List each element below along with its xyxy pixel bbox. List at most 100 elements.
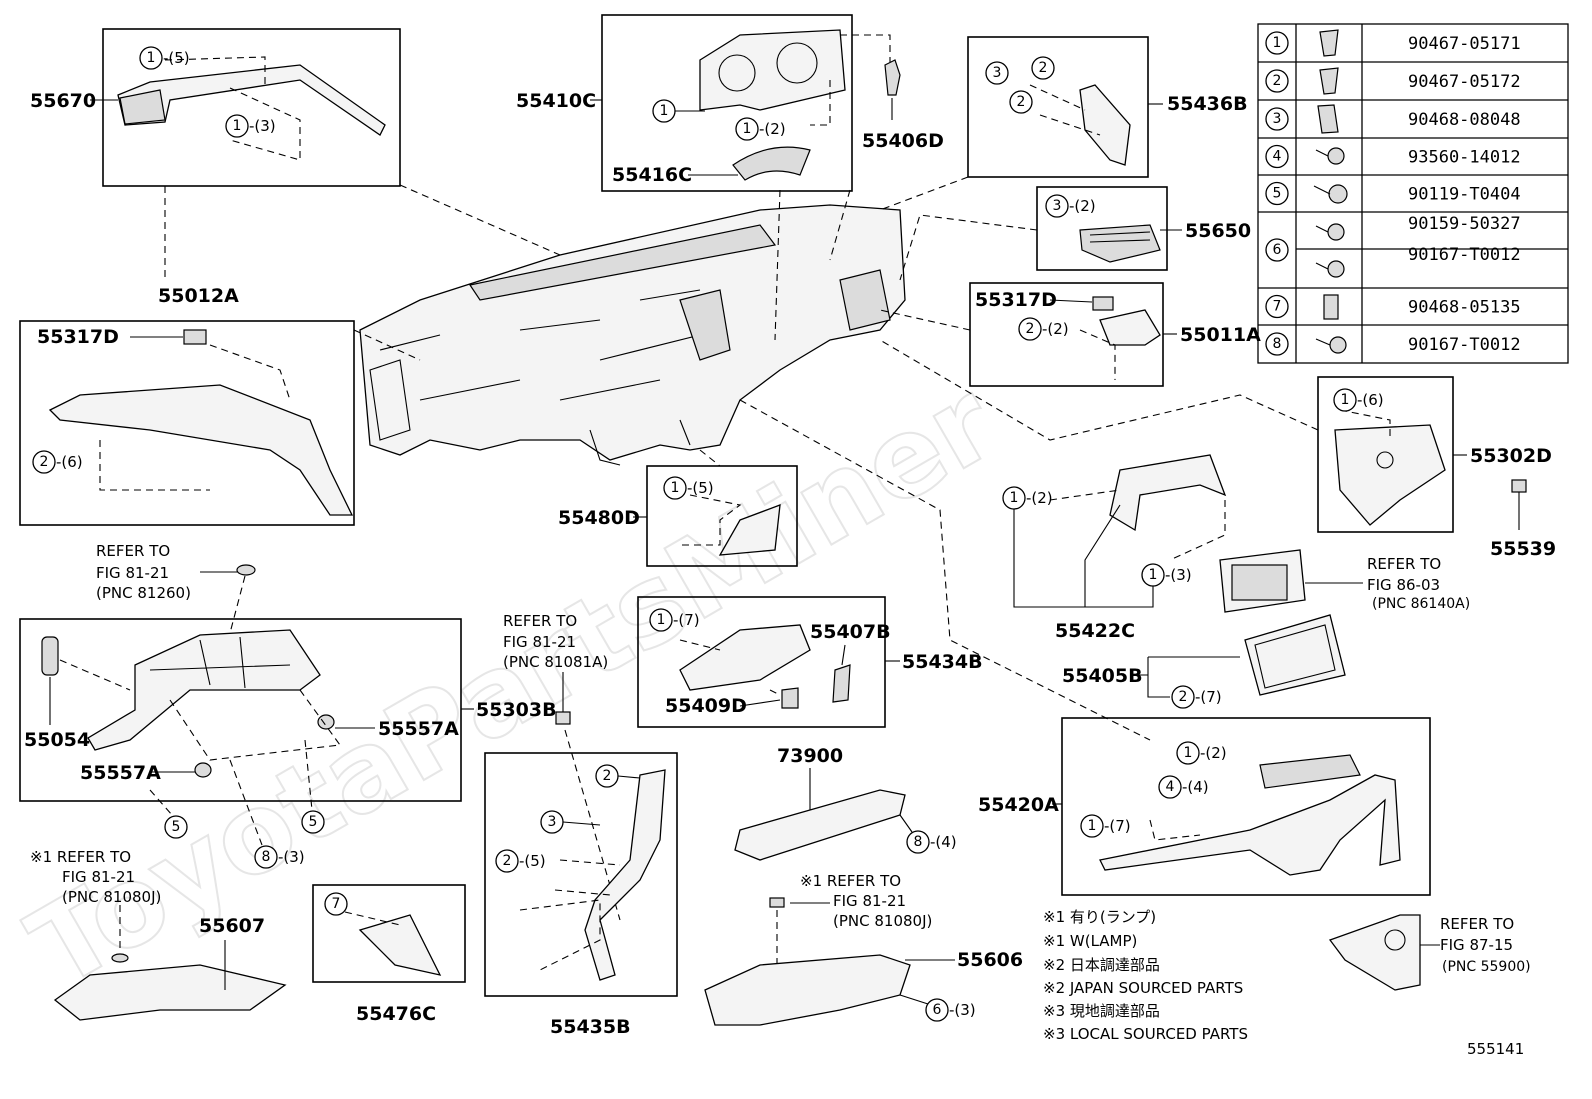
svg-text:1: 1 <box>147 50 156 66</box>
part-55405B-drawing <box>1244 614 1346 696</box>
svg-text:-(5): -(5) <box>687 479 714 497</box>
svg-text:-(4): -(4) <box>930 833 957 851</box>
callout-55405: 2 -(7) <box>1171 685 1222 709</box>
part-label-55435B: 55435B <box>550 1016 631 1038</box>
svg-text:2: 2 <box>1179 689 1188 705</box>
svg-text:FIG 81-21: FIG 81-21 <box>96 564 169 582</box>
callout-55011: 2 -(2) <box>1018 317 1069 341</box>
svg-text:7: 7 <box>332 896 341 912</box>
svg-text:3: 3 <box>548 814 557 830</box>
table-row-number <box>1265 144 1289 169</box>
table-row-number-text: 7 <box>1273 299 1282 315</box>
callout-55670-a: 1 -(5) <box>139 46 190 70</box>
fastener-table <box>1257 23 1569 364</box>
part-55422C-drawing <box>1049 454 1227 561</box>
svg-text:-(4): -(4) <box>1182 778 1209 796</box>
part-label-55436B: 55436B <box>1167 93 1248 115</box>
svg-text:-(7): -(7) <box>1104 817 1131 835</box>
part-label-55405B: 55405B <box>1062 665 1143 687</box>
callout-55420-a: 1 -(2) <box>1176 741 1227 765</box>
group-box-55012A <box>19 320 355 526</box>
table-part-number: 90467-05171 <box>1408 34 1521 54</box>
svg-text:FIG 81-21: FIG 81-21 <box>503 633 576 651</box>
part-label-55407B: 55407B <box>810 621 891 643</box>
part-label-55539: 55539 <box>1490 538 1556 560</box>
part-73900-drawing <box>734 768 906 861</box>
svg-text:-(2): -(2) <box>1026 489 1053 507</box>
svg-text:(PNC 86140A): (PNC 86140A) <box>1372 596 1470 612</box>
svg-text:-(2): -(2) <box>1069 197 1096 215</box>
refer-81080J-a: ※1 REFER TO FIG 81-21 (PNC 81080J) <box>30 848 161 950</box>
svg-text:1: 1 <box>1088 818 1097 834</box>
svg-text:1: 1 <box>233 118 242 134</box>
part-label-55317D-a: 55317D <box>37 326 119 348</box>
group-box-55410C <box>601 14 853 192</box>
callout-55436-c: 2 <box>1009 90 1033 114</box>
clip-icon <box>1323 294 1339 320</box>
figure-number: 555141 <box>1467 1040 1524 1058</box>
note-6: ※3 LOCAL SOURCED PARTS <box>1043 1025 1248 1043</box>
part-label-55302D: 55302D <box>1470 445 1552 467</box>
svg-text:8: 8 <box>262 849 271 865</box>
svg-text:FIG 86-03: FIG 86-03 <box>1367 576 1440 594</box>
svg-text:5: 5 <box>309 814 318 830</box>
part-55606-drawing <box>704 954 955 1026</box>
part-label-55406D: 55406D <box>862 130 944 152</box>
svg-text:(PNC 81080J): (PNC 81080J) <box>833 912 932 930</box>
table-part-number: 90167-T0012 <box>1408 245 1521 265</box>
table-row-number-text: 5 <box>1273 186 1282 202</box>
callout-55476: 7 <box>324 892 348 916</box>
part-label-55606: 55606 <box>957 949 1023 971</box>
navi-display-drawing <box>1219 549 1306 613</box>
svg-text:6: 6 <box>933 1002 942 1018</box>
table-row-number-text: 6 <box>1273 242 1282 258</box>
svg-text:3: 3 <box>1053 198 1062 214</box>
table-part-number: 93560-14012 <box>1408 148 1521 168</box>
clip-icon <box>1317 104 1339 134</box>
svg-text:-(6): -(6) <box>56 453 83 471</box>
callout-55435-c: 2 -(5) <box>495 849 546 873</box>
group-box-55434B <box>637 596 886 728</box>
group-box-55436B <box>967 36 1149 178</box>
svg-text:8: 8 <box>914 834 923 850</box>
svg-text:2: 2 <box>40 454 49 470</box>
group-box-55435B <box>484 752 678 997</box>
table-part-number: 90167-T0012 <box>1408 335 1521 355</box>
svg-text:REFER TO: REFER TO <box>1440 915 1514 933</box>
svg-text:-(6): -(6) <box>1357 391 1384 409</box>
refer-81081A: REFER TO FIG 81-21 (PNC 81081A) <box>503 612 621 921</box>
table-row-number-text: 8 <box>1273 336 1282 352</box>
svg-text:5: 5 <box>172 819 181 835</box>
callout-55436-a: 3 <box>985 61 1009 85</box>
svg-text:2: 2 <box>1017 94 1026 110</box>
callout-55303-a: 5 <box>149 789 188 839</box>
table-part-number: 90468-08048 <box>1408 110 1521 130</box>
part-55480D-drawing <box>680 494 781 556</box>
callout-55434: 1 -(7) <box>649 608 700 632</box>
clip-icon <box>1319 67 1339 95</box>
part-label-55476C: 55476C <box>356 1003 436 1025</box>
svg-text:2: 2 <box>503 853 512 869</box>
table-row-number-text: 3 <box>1273 111 1282 127</box>
svg-text:-(7): -(7) <box>673 611 700 629</box>
svg-text:FIG 81-21: FIG 81-21 <box>833 892 906 910</box>
callout-73900: 8 -(4) <box>899 814 957 854</box>
part-55435B-drawing <box>519 769 666 981</box>
note-5: ※3 現地調達部品 <box>1043 1002 1160 1020</box>
svg-text:-(3): -(3) <box>949 1001 976 1019</box>
svg-text:-(2): -(2) <box>1200 744 1227 762</box>
bolt-icon <box>1327 260 1345 278</box>
part-label-55480D: 55480D <box>558 507 640 529</box>
table-row-number <box>1265 69 1289 93</box>
callout-55606: 6 -(3) <box>899 994 976 1022</box>
svg-text:(PNC 55900): (PNC 55900) <box>1442 959 1531 975</box>
callout-55012: 2 -(6) <box>32 450 83 474</box>
part-label-55410C: 55410C <box>516 90 596 112</box>
svg-text:FIG 81-21: FIG 81-21 <box>62 868 135 886</box>
svg-text:※1 REFER TO: ※1 REFER TO <box>30 848 131 866</box>
bolt-icon <box>1328 184 1348 204</box>
svg-text:4: 4 <box>1166 779 1175 795</box>
part-55410C-drawing <box>699 29 891 181</box>
table-row-number <box>1265 332 1289 356</box>
